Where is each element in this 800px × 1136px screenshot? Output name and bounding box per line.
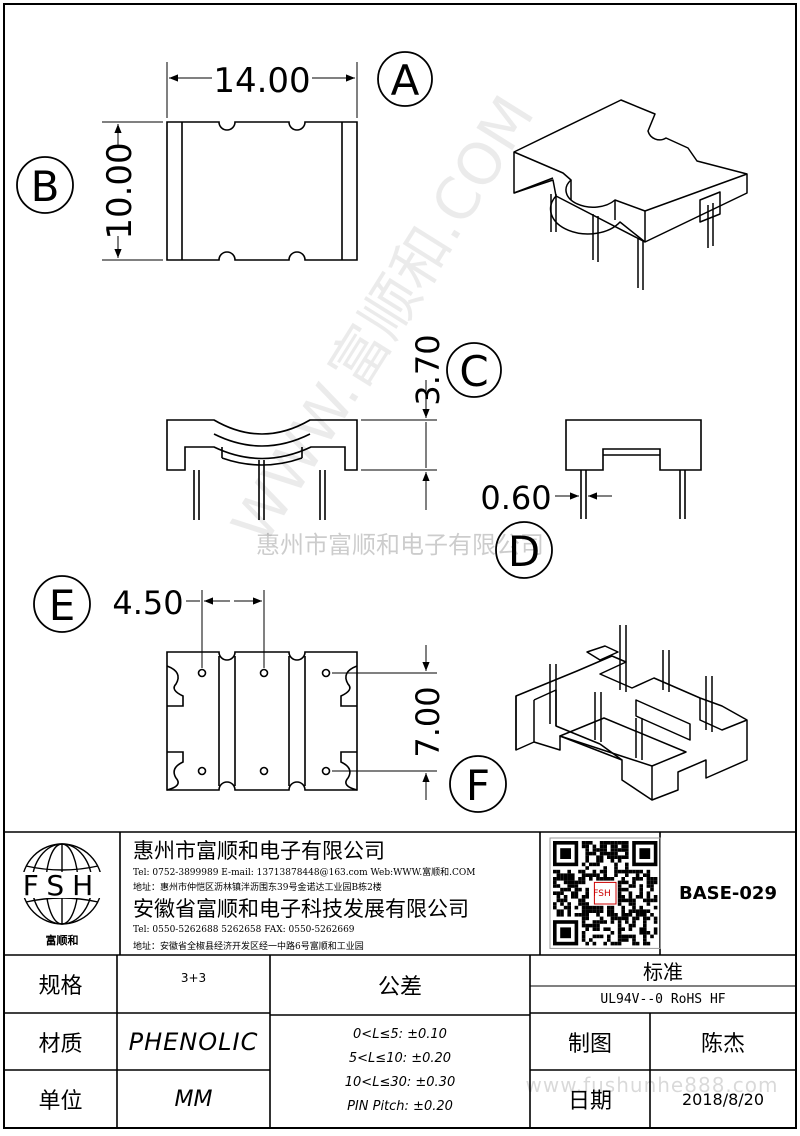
view-e-label: E <box>49 581 76 630</box>
tolerance-row: 5<L≤10: ±0.20 <box>348 1050 452 1066</box>
company-address-1: 地址：惠州市仲恺区沥林镇泮沥围东39号金诺达工业园B栋2楼 <box>133 883 382 893</box>
qr-logo-text: FSH <box>593 889 611 899</box>
spec-value: 3+3 <box>180 971 207 985</box>
sheet-border <box>3 3 797 1129</box>
drawn-by-label: 制图 <box>567 1031 612 1057</box>
view-c-marker <box>446 342 502 398</box>
drawn-by-value: 陈杰 <box>700 1031 745 1057</box>
logo-letters: FSH <box>23 869 101 902</box>
view-a-marker <box>377 51 433 107</box>
company-address-2: 地址：安徽省全椒县经济开发区经一中路6号富顺和工业园 <box>133 942 364 952</box>
tolerance-row: 0<L≤5: ±0.10 <box>353 1026 447 1042</box>
side-view <box>565 419 702 519</box>
date-label: 日期 <box>567 1089 612 1114</box>
qr-code <box>549 837 661 949</box>
date-value: 2018/8/20 <box>681 1089 765 1109</box>
unit-label: 单位 <box>38 1089 83 1114</box>
company-contact-1: Tel: 0752-3899989 E-mail: 13713878448@16… <box>133 868 476 878</box>
dimension-b <box>102 121 163 261</box>
view-a-label: A <box>391 56 420 105</box>
standard-label: 标准 <box>643 960 683 984</box>
title-block-grid <box>4 831 796 1128</box>
view-d-marker <box>495 521 553 579</box>
dimension-b-value: 10.00 <box>100 142 140 239</box>
dimension-d-value: 0.60 <box>480 479 551 517</box>
dimension-a-value: 14.00 <box>213 61 310 101</box>
material-value: PHENOLIC <box>128 1027 259 1056</box>
view-d-label: D <box>508 527 540 576</box>
company-name-2: 安徽省富顺和电子科技发展有限公司 <box>133 897 469 921</box>
dimension-e-value: 4.50 <box>112 584 183 622</box>
tolerance-row: PIN Pitch: ±0.20 <box>347 1098 453 1114</box>
footer-watermark: www.fushunhe888.com <box>526 1073 779 1097</box>
dimension-a <box>166 62 358 118</box>
view-c-label: C <box>459 347 488 396</box>
tolerance-row: 10<L≤30: ±0.30 <box>344 1074 456 1090</box>
view-b-label: B <box>31 162 60 211</box>
standard-value: UL94V--0 RoHS HF <box>600 992 726 1007</box>
dimension-c <box>361 380 437 510</box>
dimension-f <box>332 645 437 800</box>
view-f-label: F <box>466 761 490 810</box>
dimension-e <box>186 590 265 668</box>
material-label: 材质 <box>38 1031 83 1057</box>
company-contact-2: Tel: 0550-5262688 5262658 FAX: 0550-5262… <box>133 925 355 935</box>
view-b-marker <box>16 156 74 214</box>
logo-caption: 富顺和 <box>46 933 79 947</box>
logo-letter-band <box>20 872 104 898</box>
company-name-1: 惠州市富顺和电子有限公司 <box>133 839 385 863</box>
bottom-view <box>166 651 358 791</box>
top-view <box>166 121 358 261</box>
dimension-f-value: 7.00 <box>409 686 447 757</box>
isometric-view-top <box>513 99 748 290</box>
view-e-marker <box>33 575 91 633</box>
tolerance-label: 公差 <box>377 975 422 1000</box>
isometric-view-bottom <box>515 625 748 801</box>
dimension-c-value: 3.70 <box>409 334 447 405</box>
unit-value: MM <box>174 1086 213 1112</box>
view-f-marker <box>449 755 507 813</box>
front-view <box>166 419 358 520</box>
part-number: BASE-029 <box>679 883 777 904</box>
spec-label: 规格 <box>38 974 83 999</box>
